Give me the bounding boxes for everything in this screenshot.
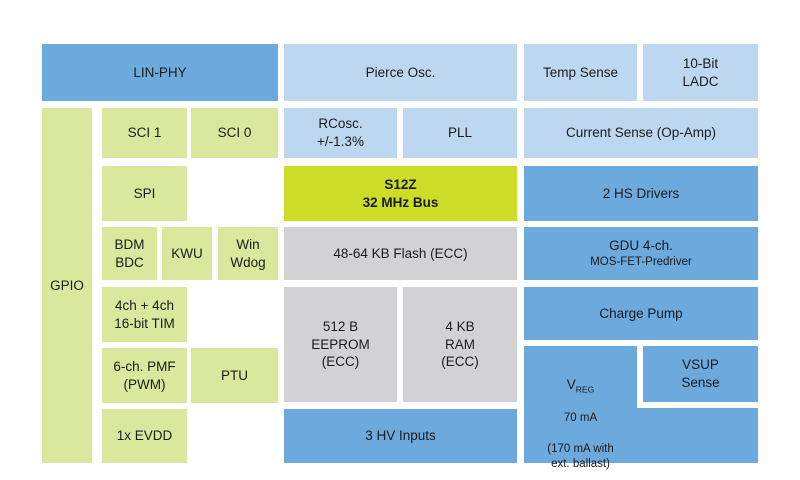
block-evdd: 1x EVDD xyxy=(102,409,187,463)
block-sci0: SCI 0 xyxy=(191,108,278,158)
vreg-current: 70 mA xyxy=(563,411,598,424)
block-ptu: PTU xyxy=(191,348,278,403)
block-gdu: GDU 4-ch. MOS-FET-Predriver xyxy=(524,227,758,280)
gdu-subtitle: MOS-FET-Predriver xyxy=(590,256,692,269)
vreg-label: VREG 70 mA (170 mA with ext. ballast) xyxy=(524,360,637,480)
block-current-sense: Current Sense (Op-Amp) xyxy=(524,108,758,158)
block-s12z-cpu: S12Z 32 MHz Bus xyxy=(284,166,517,221)
block-charge-pump: Charge Pump xyxy=(524,287,758,340)
block-ladc: 10-Bit LADC xyxy=(643,44,758,101)
block-vsup-sense: VSUP Sense xyxy=(637,346,758,408)
block-hv-inputs: 3 HV Inputs xyxy=(284,409,517,463)
block-temp-sense: Temp Sense xyxy=(524,44,637,101)
vreg-note: (170 mA with ext. ballast) xyxy=(547,442,614,471)
block-kwu: KWU xyxy=(162,227,212,280)
block-spi: SPI xyxy=(102,166,187,221)
block-bdm-bdc: BDM BDC xyxy=(102,227,157,280)
block-tim: 4ch + 4ch 16-bit TIM xyxy=(102,287,187,342)
block-win-wdog: Win Wdog xyxy=(218,227,278,280)
block-rcosc: RCosc. +/-1.3% xyxy=(284,108,397,158)
block-pierce-osc: Pierce Osc. xyxy=(284,44,517,101)
vreg-symbol-line: VREG xyxy=(566,376,595,394)
block-pll: PLL xyxy=(403,108,517,158)
block-gpio: GPIO xyxy=(42,108,92,463)
block-sci1: SCI 1 xyxy=(102,108,187,158)
gdu-title: GDU 4-ch. xyxy=(609,237,673,253)
block-hs-drivers: 2 HS Drivers xyxy=(524,166,758,221)
block-ram: 4 KB RAM (ECC) xyxy=(403,287,517,402)
block-flash: 48-64 KB Flash (ECC) xyxy=(284,227,517,280)
block-eeprom: 512 B EEPROM (ECC) xyxy=(284,287,397,402)
block-lin-phy: LIN-PHY xyxy=(42,44,278,101)
block-pmf-pwm: 6-ch. PMF (PWM) xyxy=(102,348,187,403)
